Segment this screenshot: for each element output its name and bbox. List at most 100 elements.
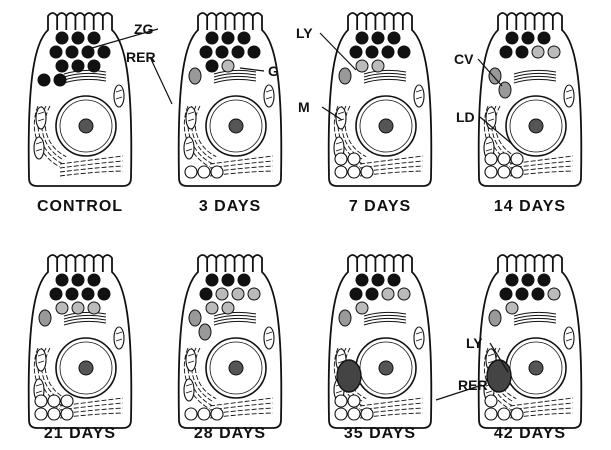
cell-panel: [29, 13, 132, 186]
pale-granule: [216, 288, 228, 300]
lipid-droplet: [485, 166, 497, 178]
mitochondrion: [114, 327, 124, 349]
nucleolus: [529, 119, 543, 133]
lipid-droplet: [211, 166, 223, 178]
lipid-droplet: [498, 408, 510, 420]
zymogen-granule: [38, 74, 51, 87]
zymogen-granule: [232, 46, 245, 59]
lysosome: [189, 68, 201, 84]
structure-label: CV: [454, 51, 474, 67]
lysosome: [199, 324, 211, 340]
lipid-droplet: [198, 166, 210, 178]
pale-granule: [548, 288, 560, 300]
lysosome: [339, 310, 351, 326]
nucleolus: [229, 119, 243, 133]
zymogen-granule: [200, 288, 213, 301]
pale-granule: [532, 46, 544, 58]
zymogen-granule: [522, 274, 535, 287]
zymogen-granule: [72, 32, 85, 45]
structure-label: LY: [466, 335, 483, 351]
zymogen-granule: [50, 288, 63, 301]
zymogen-granule: [222, 32, 235, 45]
mitochondrion: [36, 349, 46, 371]
nucleolus: [229, 361, 243, 375]
structure-label: M: [298, 99, 310, 115]
mitochondrion: [186, 107, 196, 129]
zymogen-granule: [538, 274, 551, 287]
lipid-droplet: [348, 166, 360, 178]
zymogen-granule: [356, 274, 369, 287]
nucleolus: [379, 361, 393, 375]
structure-label: G: [268, 63, 279, 79]
zymogen-granule: [222, 274, 235, 287]
pale-granule: [72, 302, 84, 314]
zymogen-granule: [98, 46, 111, 59]
lipid-droplet: [511, 153, 523, 165]
zymogen-granule: [200, 46, 213, 59]
structure-label: RER: [126, 49, 156, 65]
cell-panel: [329, 13, 432, 186]
lipid-droplet: [211, 408, 223, 420]
zymogen-granule: [56, 60, 69, 73]
lysosome: [339, 68, 351, 84]
mitochondrion: [564, 85, 574, 107]
lipid-droplet: [498, 153, 510, 165]
cell-panel: [479, 255, 582, 428]
lipid-droplet: [48, 395, 60, 407]
panel-caption: 35 DAYS: [305, 425, 455, 443]
zymogen-granule: [66, 46, 79, 59]
structure-label: ZG: [134, 21, 154, 37]
lipid-droplet: [485, 408, 497, 420]
cell-panel: [329, 255, 432, 428]
lipid-droplet: [185, 408, 197, 420]
zymogen-granule: [88, 32, 101, 45]
zymogen-granule: [372, 274, 385, 287]
zymogen-granule: [56, 274, 69, 287]
lipid-droplet: [361, 408, 373, 420]
lipid-droplet: [335, 153, 347, 165]
zymogen-granule: [366, 46, 379, 59]
zymogen-granule: [238, 32, 251, 45]
zymogen-granule: [54, 74, 67, 87]
lipid-droplet: [348, 153, 360, 165]
lysosome: [489, 68, 501, 84]
autophagic-vacuole: [487, 360, 511, 392]
pale-granule: [356, 60, 368, 72]
nucleolus: [79, 361, 93, 375]
zymogen-granule: [206, 60, 219, 73]
lipid-droplet: [498, 166, 510, 178]
zymogen-granule: [72, 60, 85, 73]
lipid-droplet: [35, 395, 47, 407]
lipid-droplet: [198, 408, 210, 420]
panel-caption: CONTROL: [5, 198, 155, 216]
zymogen-granule: [88, 60, 101, 73]
mitochondrion: [186, 349, 196, 371]
zymogen-granule: [356, 32, 369, 45]
pale-granule: [372, 60, 384, 72]
lysosome: [189, 310, 201, 326]
panel-caption: 28 DAYS: [155, 425, 305, 443]
zymogen-granule: [500, 288, 513, 301]
lysosome: [489, 310, 501, 326]
lipid-droplet: [35, 408, 47, 420]
panel-caption: 3 DAYS: [155, 198, 305, 216]
zymogen-granule: [206, 274, 219, 287]
nucleolus: [529, 361, 543, 375]
cell-panel: [179, 255, 282, 428]
zymogen-granule: [532, 288, 545, 301]
zymogen-granule: [66, 288, 79, 301]
cell-panel: [29, 255, 132, 428]
panel-caption: 42 DAYS: [455, 425, 605, 443]
zymogen-granule: [382, 46, 395, 59]
pale-granule: [56, 302, 68, 314]
mitochondrion: [564, 327, 574, 349]
mitochondrion: [184, 137, 194, 159]
mitochondrion: [264, 85, 274, 107]
zymogen-granule: [98, 288, 111, 301]
zymogen-granule: [388, 274, 401, 287]
zymogen-granule: [398, 46, 411, 59]
nucleolus: [79, 119, 93, 133]
pale-granule: [398, 288, 410, 300]
lipid-droplet: [511, 408, 523, 420]
